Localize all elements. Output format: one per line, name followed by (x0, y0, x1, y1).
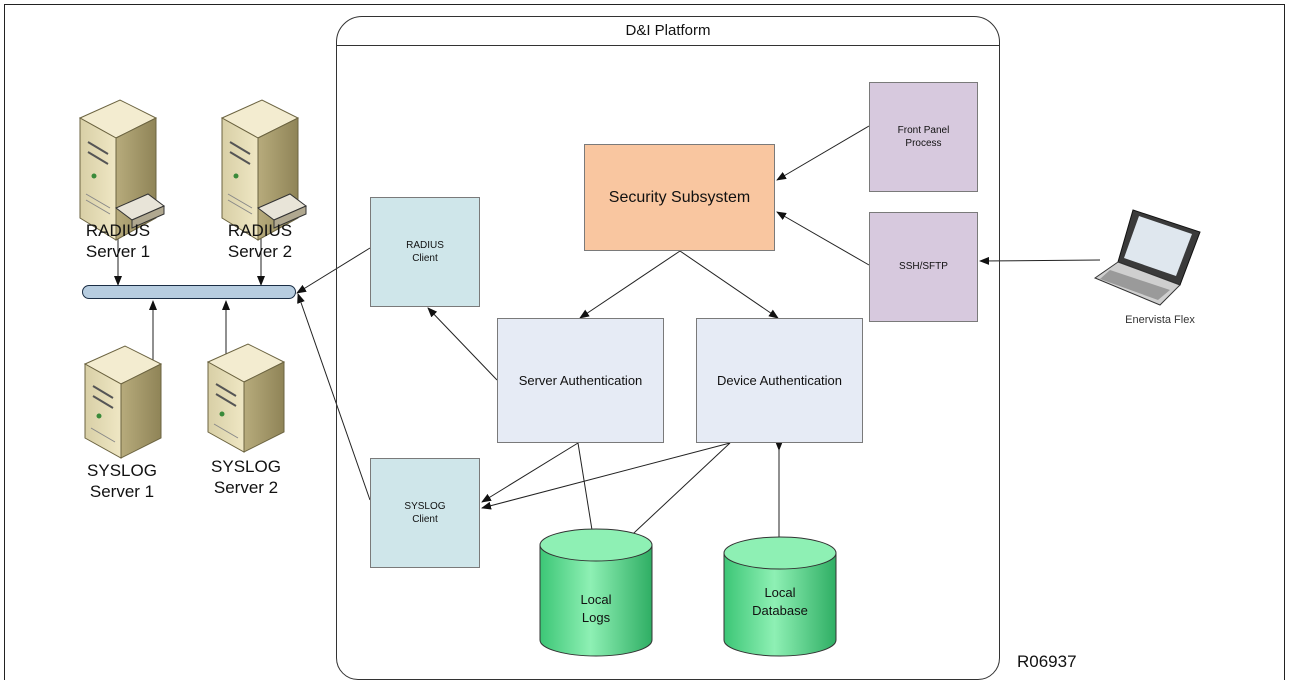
radius-server-2-icon (220, 99, 307, 241)
syslog-client-box: SYSLOG Client (370, 458, 480, 568)
figure-frame (4, 4, 1285, 680)
device-authentication-box: Device Authentication (696, 318, 863, 443)
device-authentication-label: Device Authentication (716, 372, 843, 388)
local-logs-cylinder (539, 528, 653, 657)
platform-title: D&I Platform (336, 16, 1000, 46)
figure-code: R06937 (1017, 652, 1077, 671)
security-subsystem-label: Security Subsystem (608, 188, 751, 206)
syslog-client-label: SYSLOG Client (404, 500, 446, 526)
laptop-icon (1093, 209, 1201, 306)
radius-client-label: RADIUS Client (406, 239, 444, 265)
arrow-security-to-device-auth (679, 250, 779, 319)
platform-container (336, 16, 1000, 680)
arrow-server-auth-to-radius-client (427, 307, 498, 381)
radius-server-1-icon (78, 99, 165, 241)
arrow-laptop-to-ssh (979, 256, 1101, 265)
server-authentication-label: Server Authentication (518, 372, 643, 388)
laptop-label: Enervista Flex (1125, 314, 1195, 326)
local-logs-label: Local Logs (580, 592, 612, 625)
radius-client-box: RADIUS Client (370, 197, 480, 307)
syslog-server-1-icon (83, 345, 163, 459)
arrow-radius-client-to-bus (296, 247, 371, 294)
arrow-syslog-client-to-bus (297, 293, 371, 501)
local-database-label: Local Database (752, 585, 808, 618)
arrow-ssh-to-security (776, 211, 870, 266)
radius-server-1-label: RADIUS Server 1 (85, 221, 151, 262)
ssh-sftp-box: SSH/SFTP (869, 212, 978, 322)
syslog-server-2-label: SYSLOG Server 2 (211, 457, 281, 498)
syslog-server-2-icon (206, 343, 286, 453)
security-subsystem-box: Security Subsystem (584, 144, 775, 251)
arrow-server-auth-to-syslog-client (481, 442, 579, 503)
local-database-cylinder (723, 536, 837, 657)
front-panel-process-box: Front Panel Process (869, 82, 978, 192)
radius-server-2-label: RADIUS Server 2 (227, 221, 293, 262)
arrow-security-to-server-auth (579, 250, 681, 319)
arrow-device-auth-to-syslog-client (481, 442, 731, 510)
syslog-server-1-label: SYSLOG Server 1 (87, 461, 157, 502)
server-authentication-box: Server Authentication (497, 318, 664, 443)
front-panel-process-label: Front Panel Process (897, 124, 950, 150)
arrow-front-panel-to-security (776, 125, 870, 181)
ssh-sftp-label: SSH/SFTP (899, 261, 948, 273)
network-bus (82, 285, 296, 299)
